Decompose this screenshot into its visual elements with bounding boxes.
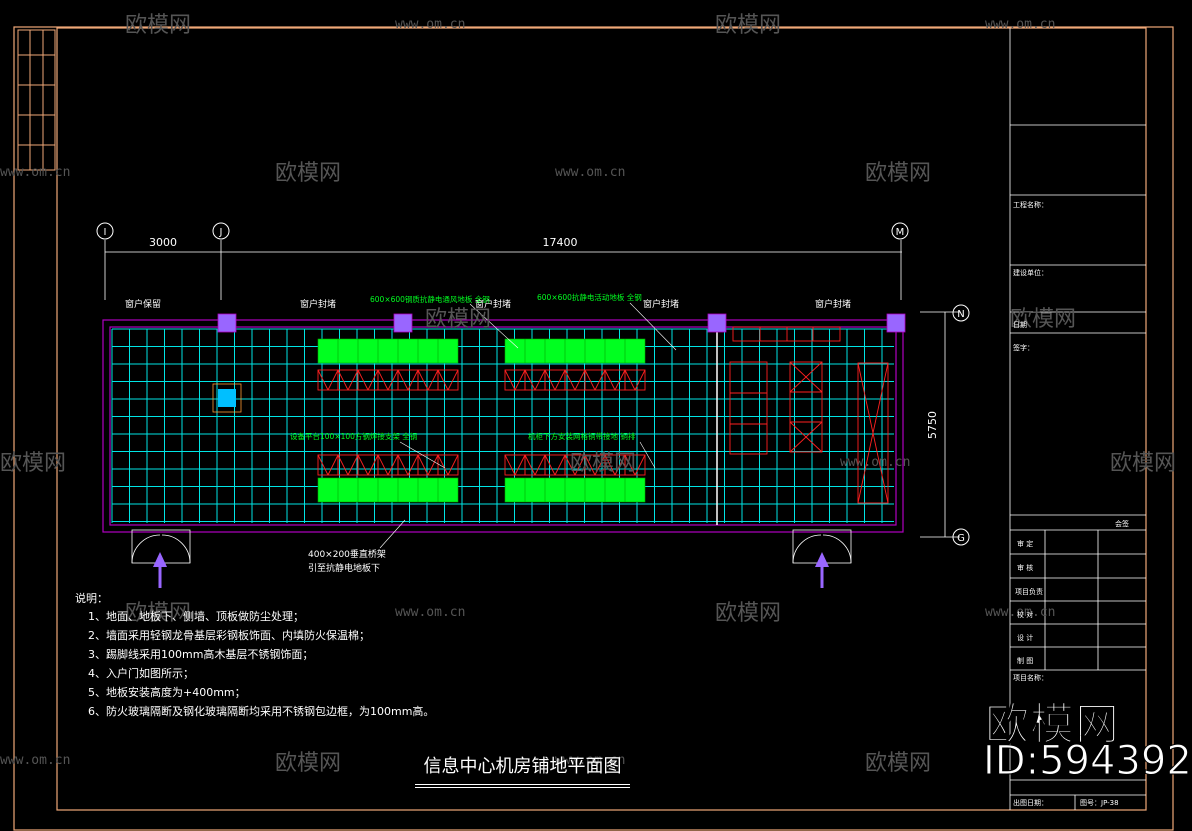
svg-text:欧模网: 欧模网 xyxy=(0,451,66,476)
svg-text:欧模网: 欧模网 xyxy=(425,307,491,332)
note-5: 5、地板安装高度为+400mm； xyxy=(88,686,246,699)
tb-date: 日期 xyxy=(1013,321,1027,329)
label-window-seal-3: 窗户封堵 xyxy=(643,298,679,310)
ups-equipment xyxy=(729,326,889,504)
label-cabinet-2: 机柜下方安装网格铜带接地 铜排 xyxy=(528,431,636,441)
tb-row-1: 审 定 xyxy=(1017,540,1034,548)
svg-text:欧模网: 欧模网 xyxy=(715,13,781,38)
title-block xyxy=(1009,28,1146,810)
leader-lines xyxy=(379,302,677,549)
tb-row-2: 审 核 xyxy=(1017,564,1034,572)
watermark-brand: 欧模网 欧模网 欧模网 欧模网 欧模网 欧模网 欧模网 欧模网 欧模网 欧模网 … xyxy=(0,13,1176,776)
binding-strip xyxy=(17,29,56,171)
svg-text:www.om.cn: www.om.cn xyxy=(395,17,465,32)
watermark-logo: 欧模网 xyxy=(985,699,1120,751)
dim-3000: 3000 xyxy=(149,236,177,249)
note-6: 6、防火玻璃隔断及钢化玻璃隔断均采用不锈钢包边框，为100mm高。 xyxy=(88,705,435,718)
dim-5750: 5750 xyxy=(926,411,939,439)
watermark-url: www.om.cn www.om.cn www.om.cn www.om.cn … xyxy=(0,17,1055,768)
svg-text:欧模网: 欧模网 xyxy=(125,601,191,626)
note-2: 2、墙面采用轻钢龙骨基层彩钢板饰面、内填防火保温棉； xyxy=(88,629,370,642)
svg-text:www.om.cn: www.om.cn xyxy=(0,753,70,768)
svg-text:www.om.cn: www.om.cn xyxy=(555,753,625,768)
axis-label-j: J xyxy=(219,227,223,238)
rack-supports xyxy=(317,369,646,476)
svg-text:欧模网: 欧模网 xyxy=(275,161,341,186)
inner-frame xyxy=(56,27,1147,811)
note-4: 4、入户门如图所示； xyxy=(88,667,194,680)
label-cabinet-1: 设备平台100×100方钢焊接支架 全钢 xyxy=(290,431,417,441)
svg-text:欧模网: 欧模网 xyxy=(1110,451,1176,476)
label-window-seal-2: 窗户封堵 xyxy=(475,298,511,310)
label-bridge-1: 400×200垂直桥架 xyxy=(308,548,386,560)
axis-label-g: G xyxy=(957,533,965,544)
tb-project-name: 工程名称： xyxy=(1013,201,1048,209)
svg-text:www.om.cn: www.om.cn xyxy=(985,17,1055,32)
label-window-keep: 窗户保留 xyxy=(125,298,161,310)
outer-frame xyxy=(13,26,1174,831)
svg-text:www.om.cn: www.om.cn xyxy=(555,165,625,180)
svg-text:www.om.cn: www.om.cn xyxy=(0,165,70,180)
label-floor-2: 600×600抗静电活动地板 全钢 xyxy=(537,292,642,302)
tb-row-4: 校 对 xyxy=(1017,611,1034,619)
tb-sign: 签字： xyxy=(1013,344,1034,352)
label-bridge-2: 引至抗静电地板下 xyxy=(308,562,380,574)
axis-label-i: I xyxy=(104,227,107,238)
room-walls xyxy=(102,319,904,533)
tb-seal: 会签 xyxy=(1115,520,1129,528)
label-window-seal-1: 窗户封堵 xyxy=(300,298,336,310)
label-floor-1: 600×600钢质抗静电通风地板 全钢 xyxy=(370,294,490,304)
floor-grid xyxy=(111,328,894,523)
svg-text:www.om.cn: www.om.cn xyxy=(395,605,465,620)
tb-drawing-no: 图号：JP-38 xyxy=(1080,799,1119,807)
structural-columns xyxy=(212,313,906,413)
svg-text:欧模网: 欧模网 xyxy=(275,751,341,776)
note-3: 3、踢脚线采用100mm高木基层不锈钢饰面； xyxy=(88,648,314,661)
tb-design-unit: 建设单位： xyxy=(1013,269,1048,277)
tb-row-5: 设 计 xyxy=(1017,634,1034,642)
watermark-id: ID:594392 xyxy=(983,738,1192,785)
axis-bubbles xyxy=(96,222,970,546)
tb-row-3: 项目负责 xyxy=(1015,588,1043,596)
entry-arrows xyxy=(153,552,829,588)
svg-text:www.om.cn: www.om.cn xyxy=(840,455,910,470)
svg-text:www.om.cn: www.om.cn xyxy=(985,605,1055,620)
svg-text:欧模网: 欧模网 xyxy=(125,13,191,38)
svg-text:欧模网: 欧模网 xyxy=(865,751,931,776)
cabinet-dividers xyxy=(337,339,626,502)
dimension-lines xyxy=(104,240,960,538)
tb-row-6: 制 图 xyxy=(1017,657,1034,665)
tb-print-date: 出图日期： xyxy=(1013,799,1048,807)
drawing-title: 信息中心机房铺地平面图 xyxy=(415,752,630,788)
tb-project-label: 项目名称： xyxy=(1013,674,1048,682)
notes-header: 说明： xyxy=(75,592,108,605)
dim-17400: 17400 xyxy=(543,236,578,249)
note-1: 1、地面、地板下、侧墙、顶板做防尘处理； xyxy=(88,610,304,623)
svg-text:欧模网: 欧模网 xyxy=(1010,307,1076,332)
cabinet-rows xyxy=(317,338,646,503)
label-window-seal-4: 窗户封堵 xyxy=(815,298,851,310)
svg-text:欧模网: 欧模网 xyxy=(570,451,636,476)
axis-label-n: N xyxy=(957,309,964,320)
axis-label-m: M xyxy=(896,227,905,238)
entrance-doors xyxy=(131,529,852,564)
svg-text:欧模网: 欧模网 xyxy=(865,161,931,186)
svg-text:欧模网: 欧模网 xyxy=(715,601,781,626)
